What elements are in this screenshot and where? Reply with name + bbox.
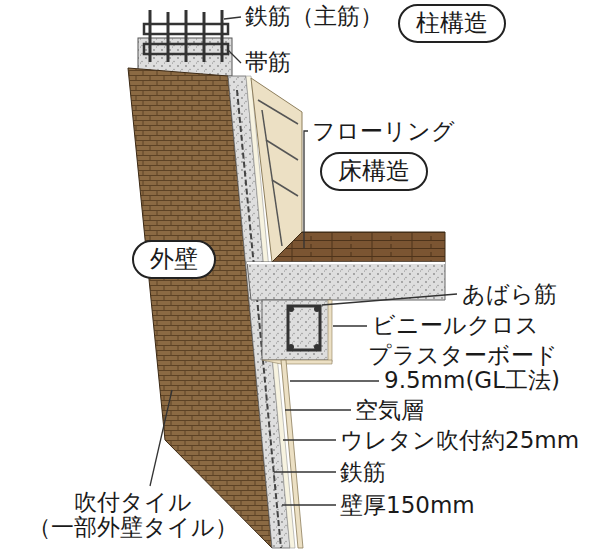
part-label: 鉄筋	[340, 460, 386, 485]
flooring	[272, 232, 445, 262]
frame-bar	[272, 180, 298, 196]
interior-wall-panel	[251, 78, 302, 262]
part-label: 吹付タイル （一部外壁タイル）	[28, 490, 238, 541]
leader-line	[274, 471, 336, 472]
part-label: プラスターボード 9.5mm(GL工法)	[368, 343, 560, 394]
leader-line	[285, 409, 351, 410]
panel-frame	[258, 100, 298, 246]
part-label: 鉄筋（主筋）	[245, 4, 383, 29]
leader-line	[282, 504, 336, 505]
leader-line	[304, 131, 308, 248]
title-pill: 床構造	[320, 152, 428, 191]
beam-board	[262, 360, 332, 364]
frame-bar	[266, 140, 298, 160]
beam-bar	[288, 306, 294, 312]
stirrup-rebar	[288, 306, 320, 350]
pill-text: 柱構造	[416, 9, 488, 38]
leader-line	[224, 17, 241, 19]
part-label: 帯筋	[245, 50, 291, 75]
plasterboard	[281, 360, 303, 548]
title-pill: 外壁	[132, 240, 216, 279]
part-label: ウレタン吹付約25mm	[340, 428, 579, 453]
frame-bar	[262, 110, 282, 246]
beam-concrete	[262, 300, 330, 360]
pill-text: 床構造	[338, 157, 410, 186]
slab-top-edge	[247, 262, 445, 264]
leader-line	[290, 380, 379, 381]
leader-line	[150, 390, 172, 486]
leader-line	[322, 294, 457, 305]
hoop-rebar	[144, 44, 228, 54]
vinyl-cloth-face	[328, 300, 332, 362]
beam-bar	[288, 344, 294, 350]
part-label: ビニールクロス	[372, 313, 539, 338]
leader-line	[283, 439, 336, 440]
floor-slab	[247, 262, 445, 300]
pill-text: 外壁	[150, 245, 198, 274]
part-label: フローリング	[312, 119, 455, 144]
part-label: あばら筋	[462, 282, 557, 307]
leader-line	[228, 50, 241, 63]
part-label: 壁厚150mm	[340, 493, 475, 518]
beam-bar	[314, 344, 320, 350]
part-label: 空気層	[355, 398, 424, 423]
hoop-rebar	[144, 24, 228, 34]
leader-line	[333, 325, 367, 326]
title-pill: 柱構造	[398, 4, 506, 43]
beam-bar	[314, 306, 320, 312]
